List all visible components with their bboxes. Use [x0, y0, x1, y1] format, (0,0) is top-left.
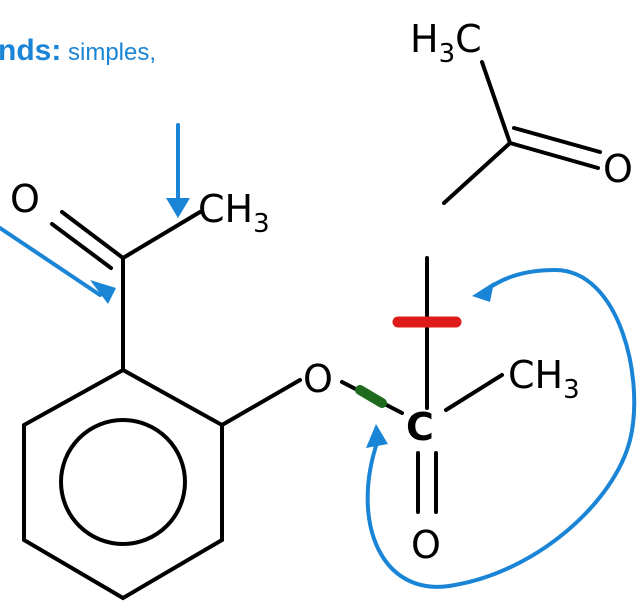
central-carbon-label: C: [406, 405, 434, 449]
caption-normal: simples,: [61, 39, 156, 66]
acetyl-group: O CH3: [10, 177, 270, 372]
formed-bond-marker: [355, 385, 387, 408]
curved-loop-head-upper-icon: [472, 282, 494, 302]
benzene-hexagon: [22, 367, 224, 601]
central-methyl-label: CH3: [508, 353, 580, 405]
caption: nds: simples,: [0, 34, 156, 67]
bond-top-carbonyl-double-1: [508, 141, 600, 170]
bond-upper-o-to-carbonyl: [442, 141, 512, 205]
benzene-aromatic-circle: [59, 418, 187, 546]
annotation-arrows: [0, 123, 637, 589]
ester-linkage: O C CH3 O: [220, 256, 580, 567]
ketone-oxygen-label: O: [10, 177, 40, 221]
bond-carbonyl-double-2: [50, 222, 113, 270]
bond-carbon-to-methyl: [444, 373, 504, 412]
arrow-down-head-icon: [166, 198, 190, 218]
caption-bold: nds:: [0, 34, 61, 67]
curved-loop-head-lower-icon: [366, 424, 388, 448]
top-carbonyl-oxygen-label: O: [603, 147, 633, 191]
benzene-ring: [22, 367, 224, 601]
bond-carbonyl-double-1: [60, 210, 125, 260]
ketone-methyl-label: CH3: [198, 187, 270, 239]
curved-loop-arrow: [365, 268, 637, 589]
upper-acetyl-group: O H3C: [410, 17, 633, 205]
arrow-diagonal-shaft: [0, 226, 102, 297]
top-methyl-label: H3C: [410, 17, 482, 69]
bond-carbonyl-to-methyl: [121, 210, 202, 260]
bond-carbonyl-to-top-methyl: [480, 60, 512, 145]
bond-top-carbonyl-double-2: [512, 126, 602, 154]
arrow-diagonal-head-icon: [90, 280, 116, 304]
bottom-oxygen-label: O: [411, 523, 441, 567]
bond-ring-to-ether-o: [220, 378, 302, 427]
ether-oxygen-label: O: [303, 357, 333, 401]
